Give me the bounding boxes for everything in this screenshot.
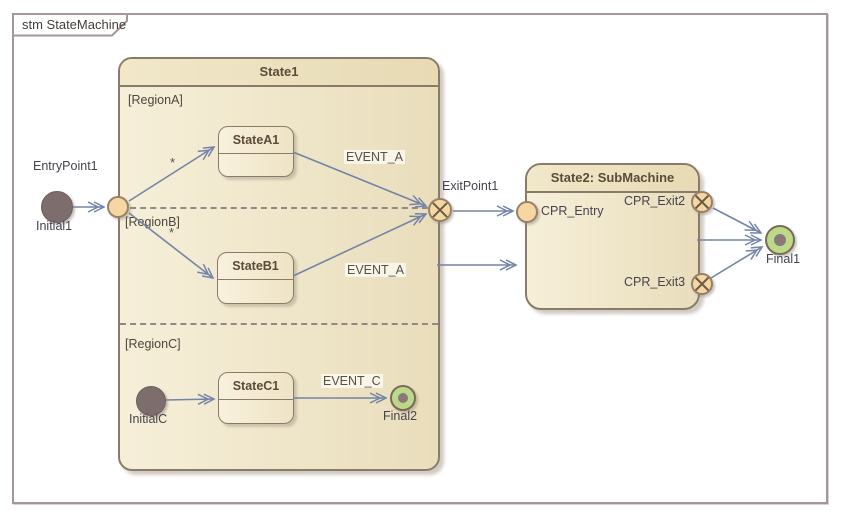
state-a1-title: StateA1: [219, 127, 293, 154]
region-b-label: [RegionB]: [125, 215, 180, 229]
region-c-label: [RegionC]: [125, 337, 181, 351]
final2-node[interactable]: [390, 385, 416, 411]
cpr-entry-node[interactable]: [516, 201, 538, 223]
final1-dot: [774, 234, 786, 246]
state-b1[interactable]: StateB1: [217, 252, 294, 304]
state2-submachine[interactable]: State2: SubMachine: [525, 163, 700, 310]
initial1-node[interactable]: [41, 191, 73, 223]
state-c1[interactable]: StateC1: [218, 372, 294, 424]
entry-point1-node[interactable]: [107, 196, 129, 218]
final2-dot: [398, 393, 408, 403]
state-b1-title: StateB1: [218, 253, 293, 280]
state2-title: State2: SubMachine: [527, 165, 698, 193]
state1-title: State1: [120, 59, 438, 87]
exit-point1-node[interactable]: [428, 198, 452, 222]
region-divider-bc: [120, 323, 438, 325]
state-c1-title: StateC1: [219, 373, 293, 400]
final1-node[interactable]: [765, 225, 795, 255]
region-divider-ab: [120, 207, 438, 209]
cpr-exit2-node[interactable]: [691, 191, 713, 213]
state-a1[interactable]: StateA1: [218, 126, 294, 177]
diagram-frame: [12, 13, 828, 504]
region-a-label: [RegionA]: [128, 93, 183, 107]
cpr-exit3-node[interactable]: [691, 273, 713, 295]
frame-title: stm StateMachine: [22, 17, 127, 32]
initialc-node[interactable]: [136, 386, 166, 416]
